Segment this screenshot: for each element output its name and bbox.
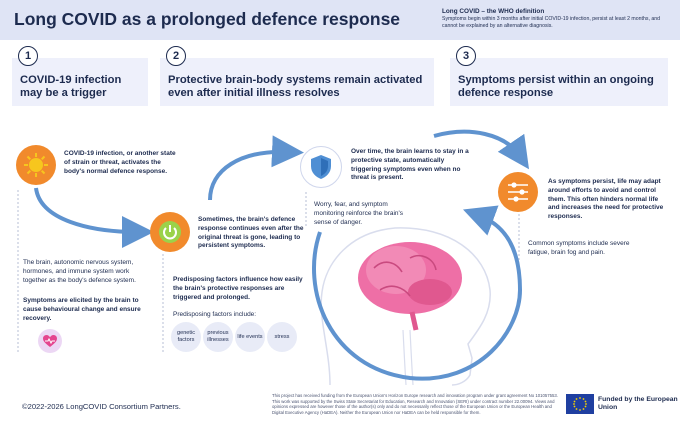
- page-title: Long COVID as a prolonged defence respon…: [14, 9, 401, 29]
- arrow-1-to-2: [34, 187, 154, 248]
- symptoms-elicited-text: Symptoms are elicited by the brain to ca…: [23, 297, 141, 322]
- shield-icon: [300, 146, 342, 188]
- header-bar: [0, 0, 680, 40]
- brain-icon: [358, 242, 462, 331]
- virus-sun-icon: [16, 145, 56, 185]
- step-2-number: 2: [166, 46, 186, 66]
- who-definition-title: Long COVID – the WHO definition: [442, 8, 545, 15]
- head-silhouette: [320, 227, 491, 386]
- who-definition-text: Symptoms begin within 3 months after ini…: [442, 16, 660, 30]
- eu-flag-icon: [566, 394, 594, 414]
- trigger-text: COVID-19 infection, or another state of …: [64, 150, 176, 175]
- predisposing-intro-text: Predisposing factors influence how easil…: [173, 276, 303, 301]
- heart-pulse-icon: [38, 329, 62, 353]
- funding-disclaimer: This project has received funding from t…: [272, 393, 559, 415]
- common-symptoms-text: Common symptoms include severe fatigue, …: [528, 240, 630, 256]
- chip-genetic-factors: genetic factors: [171, 322, 201, 352]
- chip-stress: stress: [267, 322, 297, 352]
- step-1-number: 1: [18, 46, 38, 66]
- arrow-3-to-4: [433, 129, 530, 170]
- predisposing-list-label: Predisposing factors include:: [173, 311, 257, 318]
- worry-fear-text: Worry, fear, and symptom monitoring rein…: [314, 201, 404, 226]
- power-icon: [150, 212, 190, 252]
- spine-lines: [402, 329, 414, 386]
- step-1-box: [12, 58, 148, 106]
- eu-funded-label: Funded by the European Union: [598, 396, 678, 412]
- step-2-box: [160, 58, 434, 106]
- cycle-arrow: [312, 205, 523, 381]
- continued-response-text: Sometimes, the brain's defence response …: [198, 216, 304, 250]
- copyright-text: ©2022-2026 LongCOVID Consortium Partners…: [22, 402, 181, 411]
- chip-previous-illnesses: previous illnesses: [203, 322, 233, 352]
- learned-protection-text: Over time, the brain learns to stay in a…: [351, 148, 469, 182]
- step-2-title: Protective brain-body systems remain act…: [168, 74, 423, 100]
- defence-system-text: The brain, autonomic nervous system, hor…: [23, 259, 136, 284]
- step-1-title: COVID-19 infection may be a trigger: [20, 74, 122, 100]
- life-adapts-text: As symptoms persist, life may adapt arou…: [548, 178, 664, 221]
- step-3-box: [450, 58, 668, 106]
- arrow-2-to-3: [208, 135, 304, 201]
- step-3-number: 3: [456, 46, 476, 66]
- chip-life-events: life events: [235, 322, 265, 352]
- step-3-title: Symptoms persist within an ongoing defen…: [458, 74, 654, 100]
- sliders-icon: [498, 172, 538, 212]
